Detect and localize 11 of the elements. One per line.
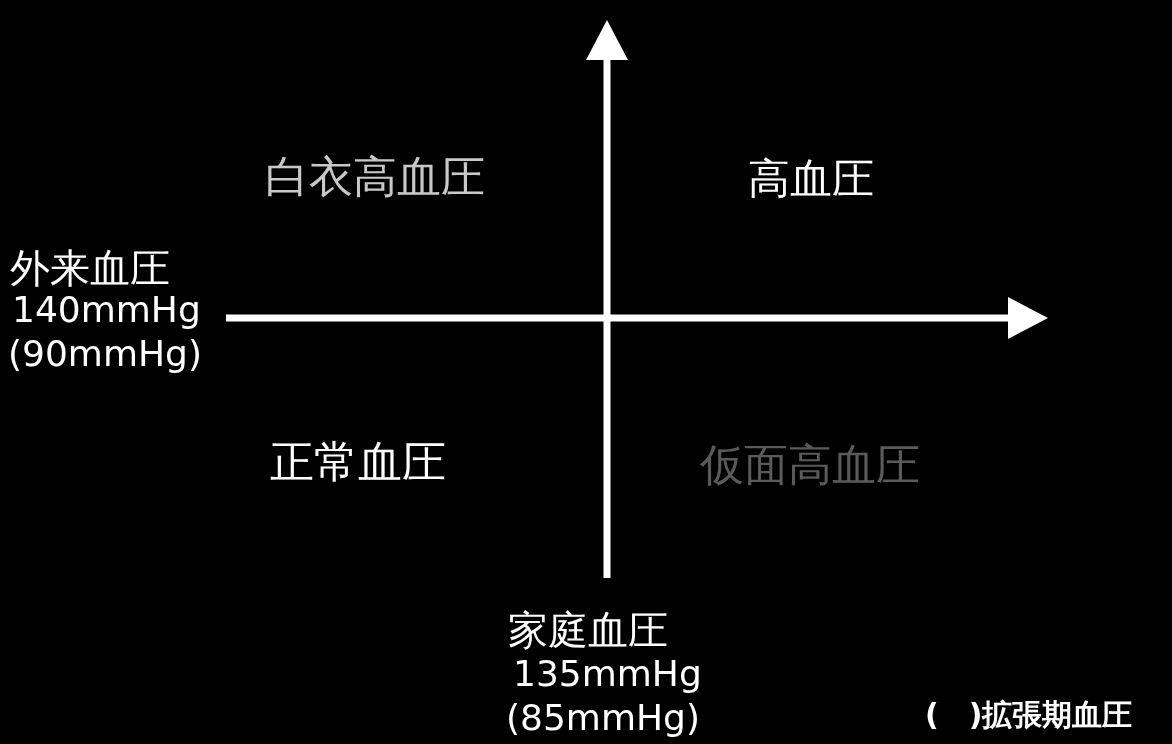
threshold-value: 135mmHg	[513, 656, 702, 692]
axis-label: 家庭血圧	[508, 610, 668, 650]
threshold-value: 140mmHg	[12, 292, 201, 328]
quadrant-label: 正常血圧	[270, 440, 446, 484]
quadrant-label: 高血圧	[748, 158, 874, 200]
axis-label: 外来血圧	[10, 248, 170, 288]
footnote: ( )拡張期血圧	[925, 700, 1133, 730]
quadrant-label: 仮面高血圧	[700, 443, 920, 487]
threshold-value: (90mmHg)	[8, 336, 202, 372]
quadrant-label: 白衣高血圧	[265, 155, 485, 199]
threshold-value: (85mmHg)	[506, 700, 700, 736]
